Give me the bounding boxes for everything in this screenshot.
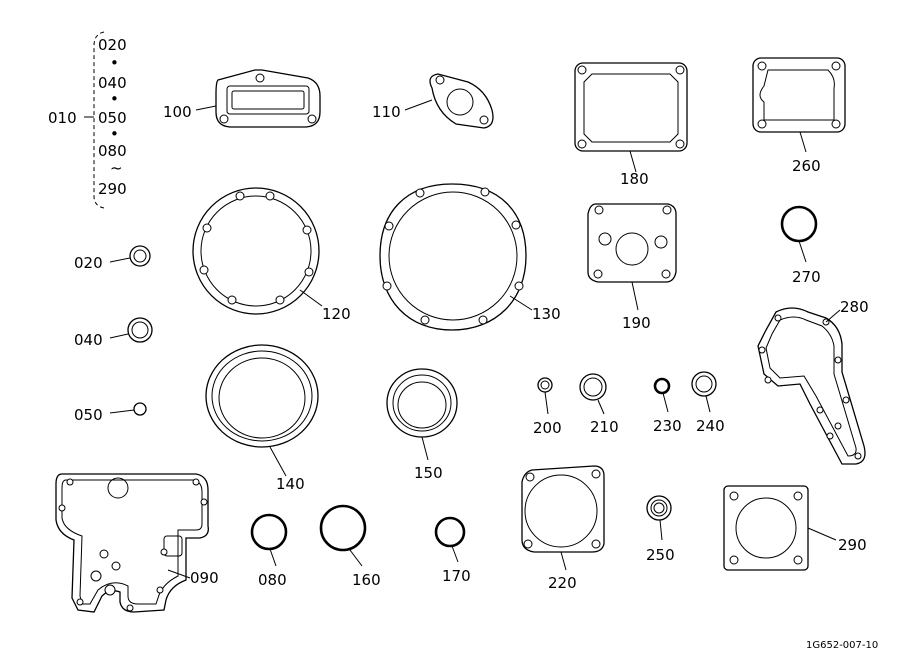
part-090-label: 090 [190, 569, 219, 587]
part-190-gasket: 190 [587, 203, 677, 332]
kit-key-range-050: 050 [98, 109, 127, 127]
part-200-seal: 200 [533, 377, 562, 437]
part-120-label: 120 [322, 305, 351, 323]
part-220-gasket: 220 [521, 465, 605, 592]
part-190-label: 190 [622, 314, 651, 332]
part-130-gasket: 130 [379, 183, 561, 331]
part-170-label: 170 [442, 567, 471, 585]
kit-key-tilde: ~ [110, 159, 123, 177]
part-150-oil-seal: 150 [386, 368, 458, 482]
kit-key-range-040: 040 [98, 74, 127, 92]
part-290-gasket: 290 [723, 485, 867, 571]
part-160-o-ring: 160 [319, 504, 381, 589]
part-160-label: 160 [352, 571, 381, 589]
part-200-label: 200 [533, 419, 562, 437]
part-260-gasket: 260 [752, 57, 846, 175]
part-180-gasket: 180 [574, 62, 688, 188]
part-120-gasket: 120 [192, 187, 351, 323]
part-050-seal: 050 [74, 402, 147, 424]
part-260-label: 260 [792, 157, 821, 175]
part-280-label: 280 [840, 298, 869, 316]
part-040-seal: 040 [74, 317, 153, 349]
kit-key-bullet-3: • [110, 125, 119, 143]
part-110-label: 110 [372, 103, 401, 121]
part-270-label: 270 [792, 268, 821, 286]
part-040-label: 040 [74, 331, 103, 349]
part-140-oil-seal: 140 [205, 344, 319, 493]
part-180-label: 180 [620, 170, 649, 188]
kit-key-bullet-1: • [110, 54, 119, 72]
part-100-gasket: 100 [163, 69, 321, 128]
part-270-o-ring: 270 [780, 205, 821, 286]
part-250-oil-seal: 250 [646, 495, 675, 564]
part-290-label: 290 [838, 536, 867, 554]
part-140-label: 140 [276, 475, 305, 493]
kit-key-main-label: 010 [48, 109, 77, 127]
part-130-label: 130 [532, 305, 561, 323]
part-110-gasket: 110 [372, 73, 494, 129]
part-240-seal: 240 [691, 371, 725, 435]
part-150-label: 150 [414, 464, 443, 482]
part-210-label: 210 [590, 418, 619, 436]
part-090-gasket: 090 [55, 473, 219, 613]
part-020-seal: 020 [74, 245, 151, 272]
kit-key: 010 020 • 040 • 050 • 080 ~ 290 [48, 31, 127, 209]
part-080-label: 080 [258, 571, 287, 589]
part-210-seal: 210 [579, 373, 619, 436]
part-220-label: 220 [548, 574, 577, 592]
part-020-label: 020 [74, 254, 103, 272]
part-230-label: 230 [653, 417, 682, 435]
part-280-gasket: 280 [757, 298, 869, 465]
part-250-label: 250 [646, 546, 675, 564]
part-170-o-ring: 170 [434, 516, 471, 585]
kit-key-range-080: 080 [98, 142, 127, 160]
kit-key-bullet-2: • [110, 90, 119, 108]
part-100-label: 100 [163, 103, 192, 121]
kit-key-range-020: 020 [98, 36, 127, 54]
part-050-label: 050 [74, 406, 103, 424]
part-240-label: 240 [696, 417, 725, 435]
kit-key-range-290: 290 [98, 180, 127, 198]
part-230-o-ring: 230 [653, 377, 682, 435]
part-080-o-ring: 080 [250, 513, 288, 589]
drawing-reference-code: 1G652-007-10 [806, 640, 878, 651]
